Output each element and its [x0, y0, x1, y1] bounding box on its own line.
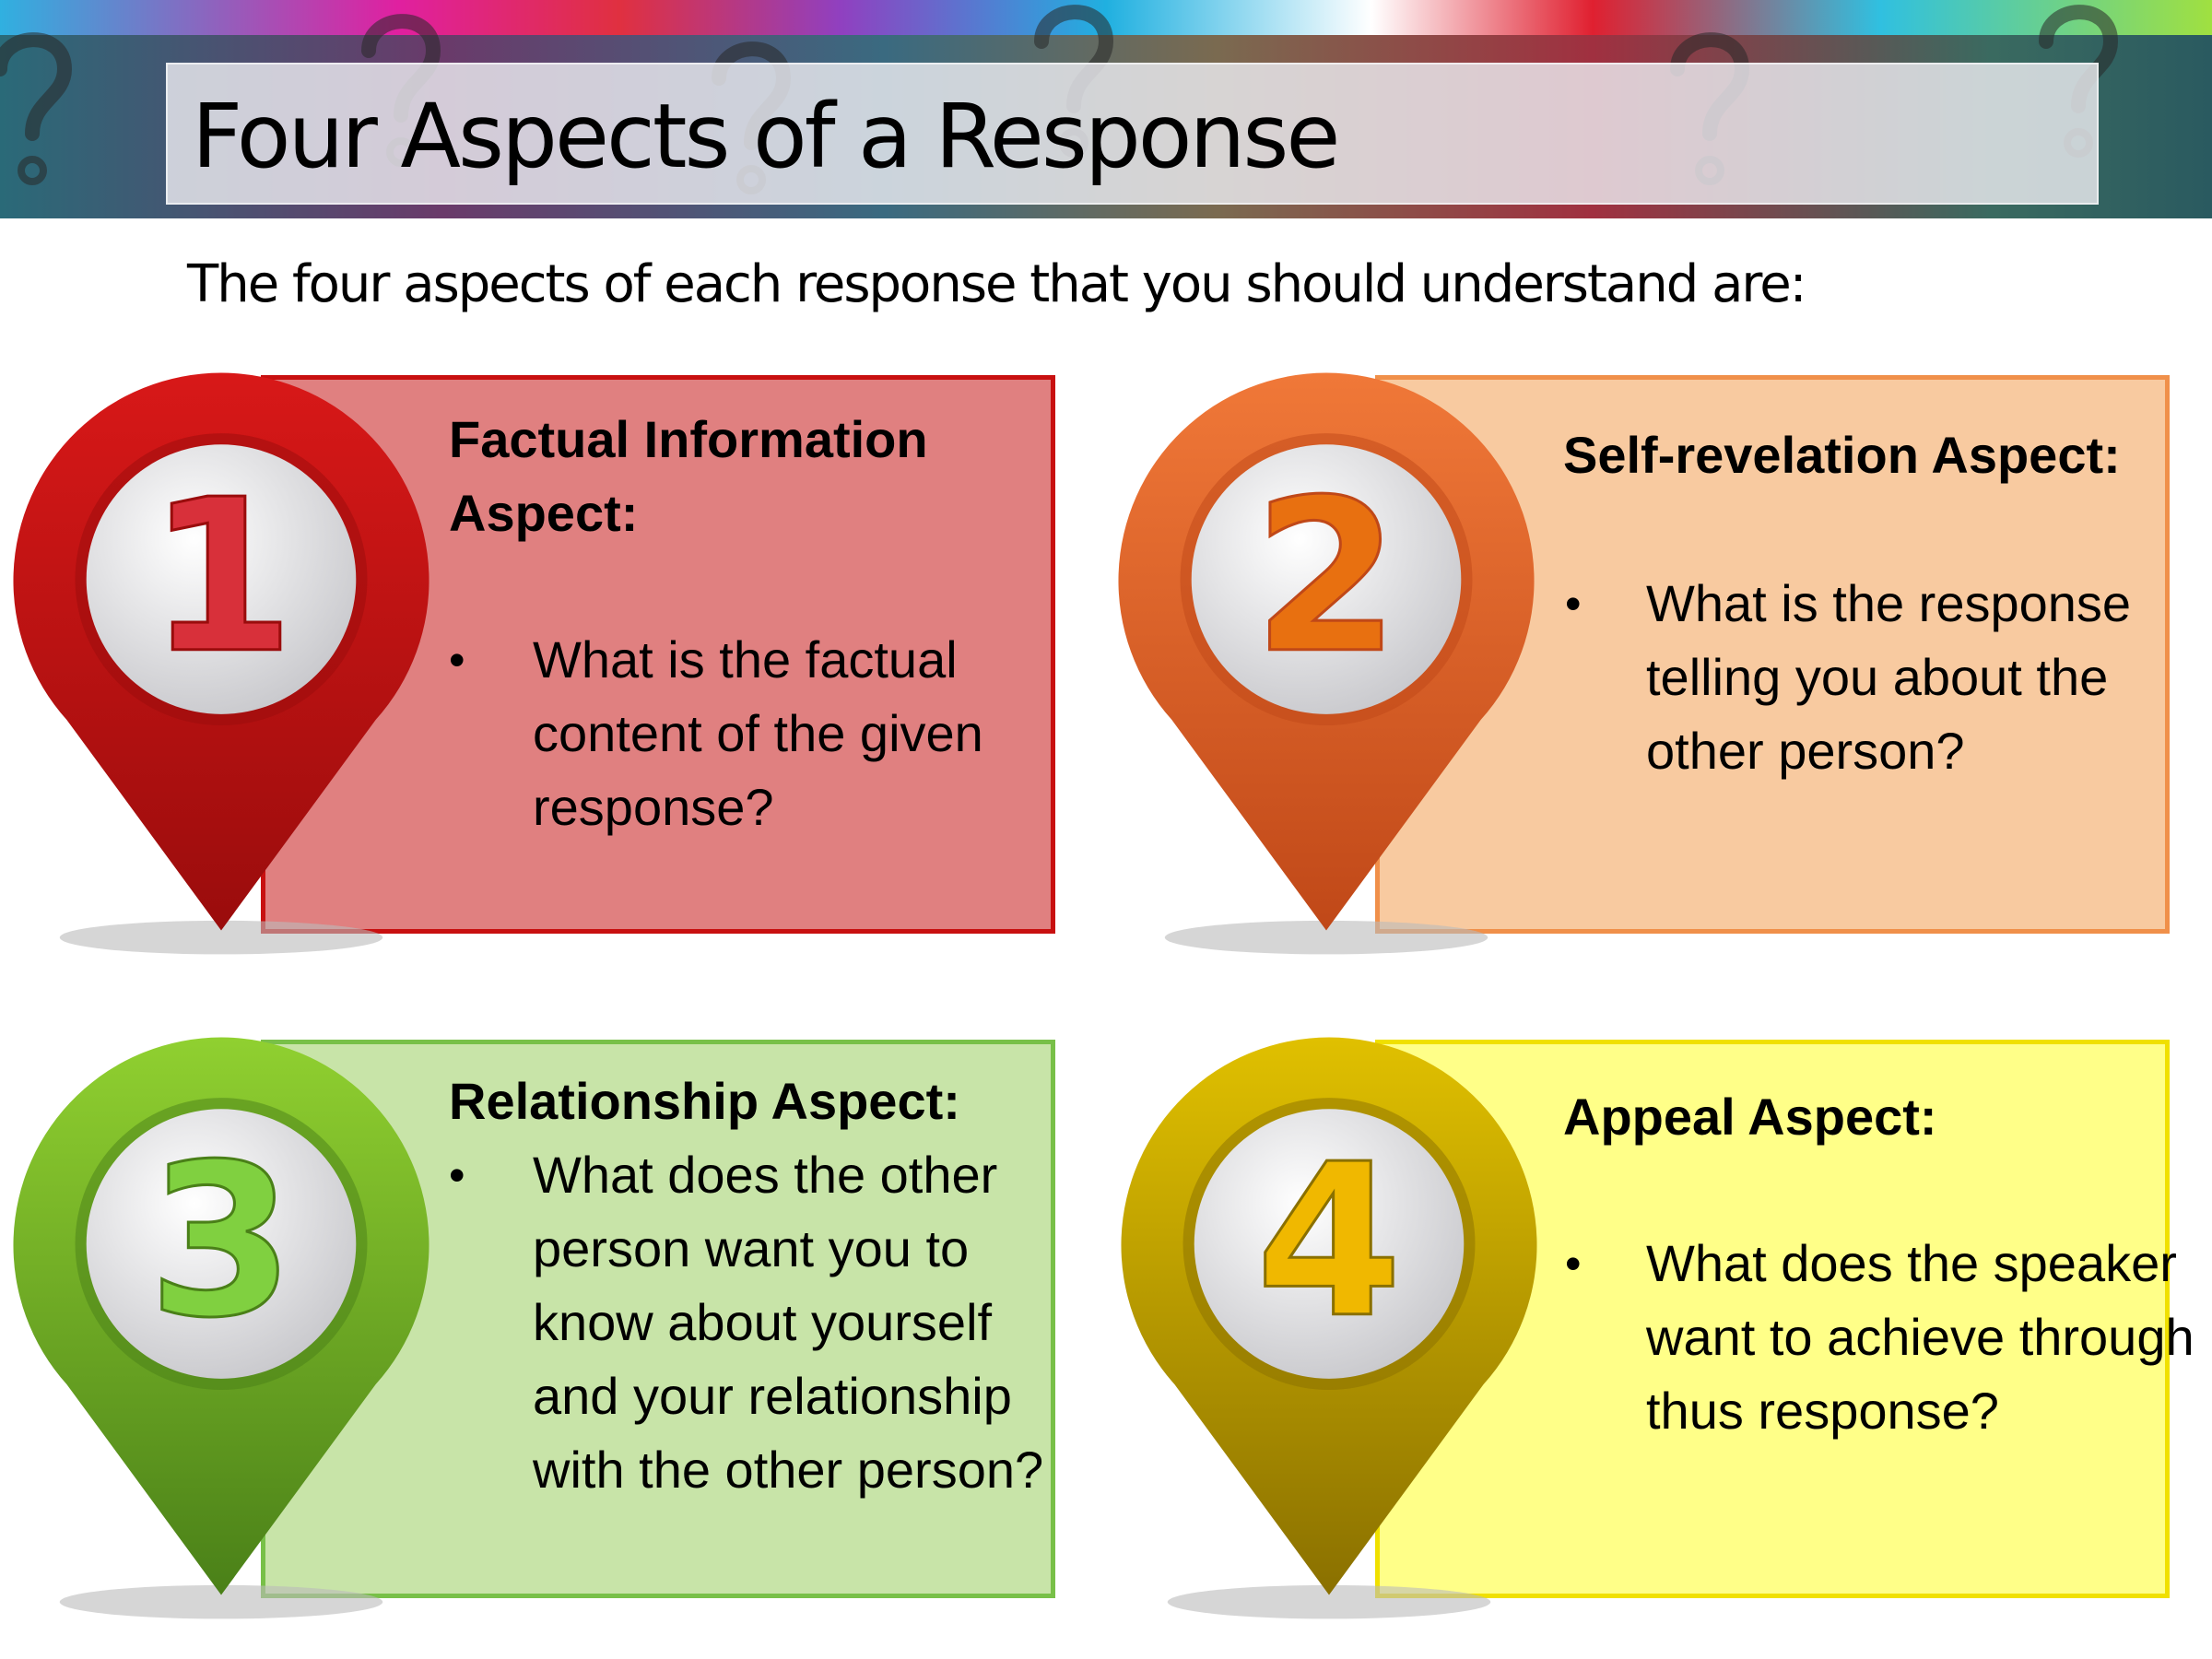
map-pin-1-icon: 1 — [9, 369, 433, 959]
page-title: Four Aspects of a Response — [192, 85, 1340, 188]
map-pin-graphic: 4 — [1121, 1037, 1537, 1619]
pin-shadow — [1164, 920, 1488, 955]
aspect-description: What is the factual content of the given… — [533, 630, 983, 836]
pin-circle — [86, 444, 357, 714]
bullet-icon: • — [449, 634, 465, 686]
aspect-heading: Factual Information Aspect: — [449, 410, 928, 542]
map-pin-graphic: 3 — [13, 1037, 429, 1619]
aspect-description: What does the other person want you to k… — [533, 1146, 1044, 1499]
subtitle: The four aspects of each response that y… — [187, 254, 1807, 314]
aspect-heading: Relationship Aspect: — [449, 1072, 960, 1130]
aspect-heading: Appeal Aspect: — [1563, 1088, 1937, 1146]
map-pin-2-icon: 2 — [1114, 369, 1538, 959]
pin-number: 4 — [1255, 1119, 1402, 1364]
pin-number: 3 — [147, 1119, 294, 1364]
pin-shadow — [59, 920, 383, 955]
pin-number: 2 — [1253, 454, 1399, 700]
map-pin-3-icon: 3 — [9, 1033, 433, 1623]
bullet-icon: • — [1565, 578, 1582, 629]
pin-circle — [1191, 444, 1462, 714]
bullet-icon: • — [1565, 1238, 1582, 1289]
map-pin-4-icon: 4 — [1117, 1033, 1541, 1623]
aspect-description: What is the response telling you about t… — [1646, 574, 2132, 780]
title-box: Four Aspects of a Response — [166, 63, 2099, 205]
pin-circle — [1194, 1109, 1465, 1379]
map-pin-graphic: 1 — [13, 372, 429, 955]
map-pin-graphic: 2 — [1118, 372, 1535, 955]
aspect-heading: Self-revelation Aspect: — [1563, 426, 2121, 484]
pin-shadow — [59, 1584, 383, 1619]
question-mark-icon — [0, 18, 83, 203]
pin-circle — [86, 1109, 357, 1379]
pin-number: 1 — [147, 454, 294, 700]
aspect-description: What does the speaker want to achieve th… — [1646, 1234, 2194, 1440]
bullet-icon: • — [449, 1149, 465, 1201]
pin-shadow — [1167, 1584, 1491, 1619]
header-banner: Four Aspects of a Response — [0, 0, 2212, 218]
